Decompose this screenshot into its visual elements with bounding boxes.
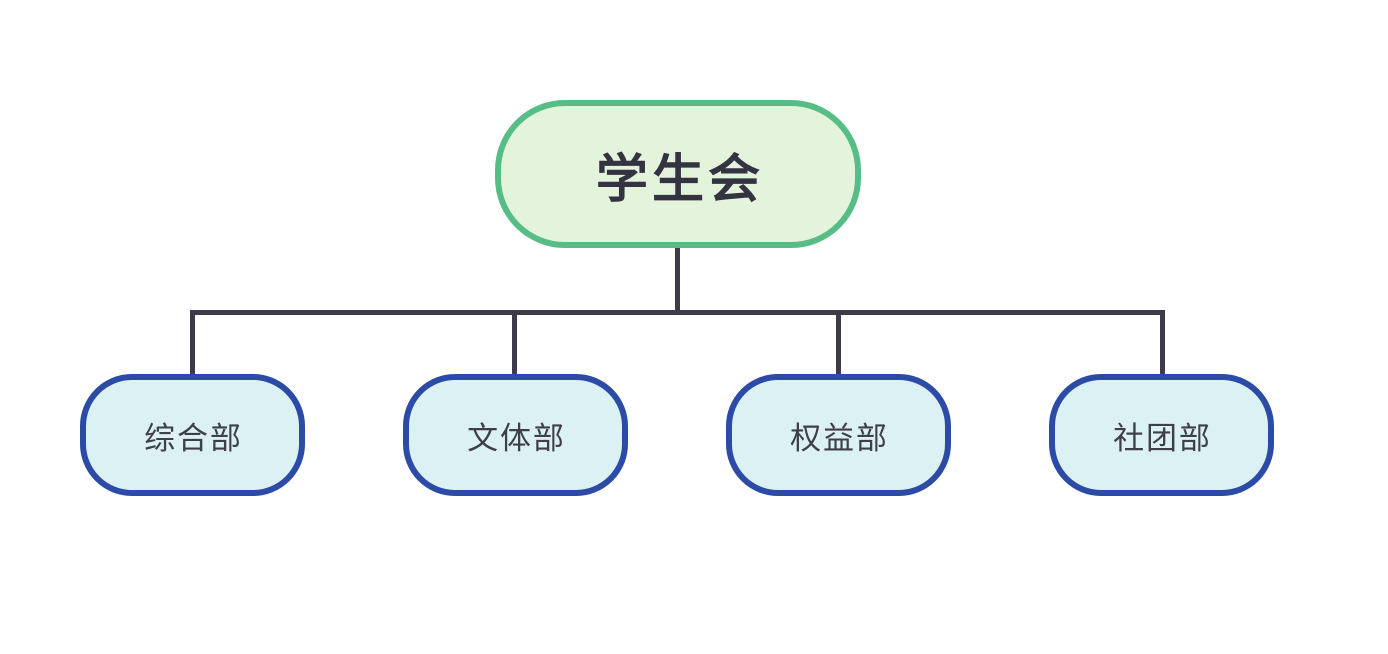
node-root[interactable]: 学生会 — [495, 100, 861, 248]
node-child-1[interactable]: 综合部 — [80, 374, 305, 496]
connector-drop-2 — [512, 312, 517, 376]
node-child-4[interactable]: 社团部 — [1049, 374, 1274, 496]
connector-drop-4 — [1160, 312, 1165, 376]
connector-drop-1 — [190, 312, 195, 376]
node-child-4-label: 社团部 — [1113, 420, 1212, 456]
node-child-2[interactable]: 文体部 — [403, 374, 628, 496]
node-root-label: 学生会 — [595, 151, 765, 209]
node-child-2-label: 文体部 — [467, 420, 566, 456]
connector-horizontal-bus — [190, 310, 1165, 315]
connector-root-vertical — [675, 247, 680, 312]
node-child-3-label: 权益部 — [790, 420, 889, 456]
node-child-1-label: 综合部 — [144, 420, 243, 456]
node-child-3[interactable]: 权益部 — [726, 374, 951, 496]
connector-drop-3 — [836, 312, 841, 376]
